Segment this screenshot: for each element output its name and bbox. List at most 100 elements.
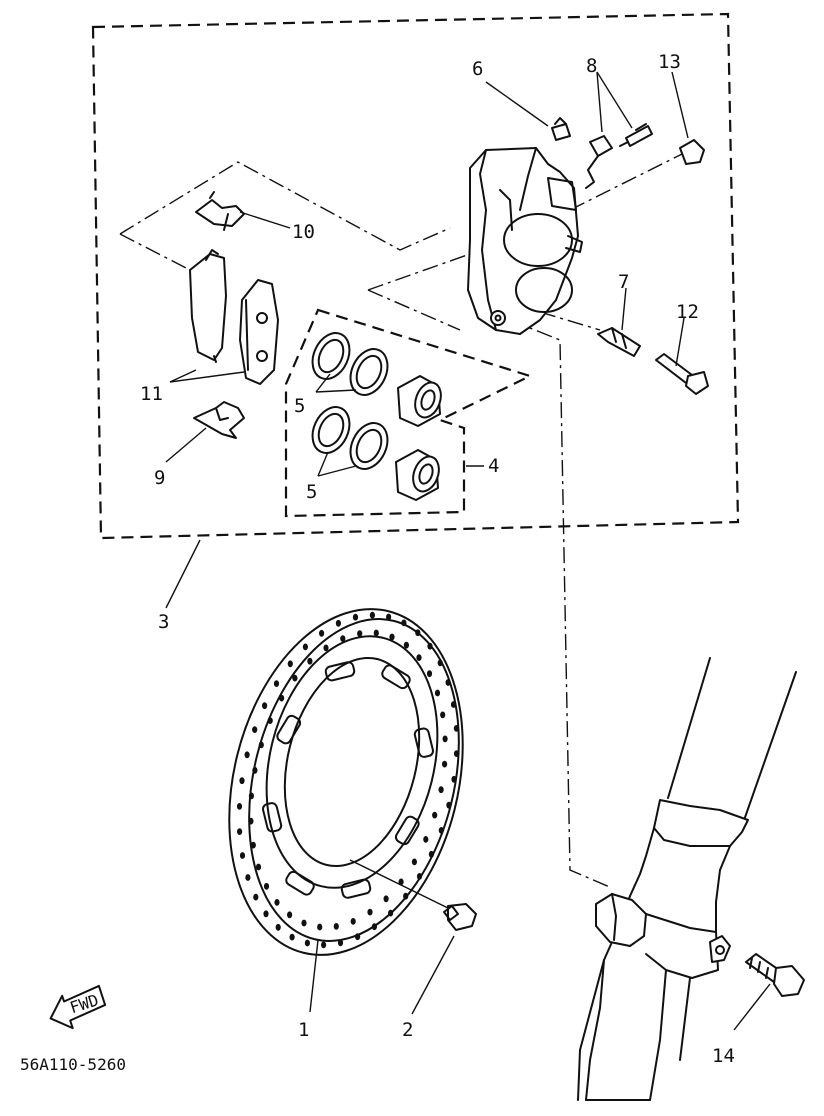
bleed-screw-8 — [585, 123, 653, 189]
disc-drill-hole — [451, 775, 457, 783]
disc-drill-hole — [415, 629, 421, 637]
disc-drill-hole — [401, 619, 407, 627]
disc-drill-hole — [388, 909, 394, 917]
axle-bolt-14 — [745, 953, 805, 997]
disc-slot — [413, 727, 434, 758]
disc-drill-hole — [237, 828, 243, 835]
alignment-lines — [119, 149, 691, 889]
disc-drill-hole — [239, 777, 245, 785]
bolt-12 — [655, 353, 709, 395]
disc-drill-hole — [371, 923, 377, 931]
disc-drill-hole — [252, 726, 258, 733]
disc-slot — [394, 815, 420, 846]
disc-slot — [262, 802, 283, 833]
disc-drill-hole — [442, 735, 448, 743]
disc-drill-hole — [403, 641, 409, 649]
disc-drill-hole — [304, 939, 310, 947]
disc-drill-hole — [442, 760, 448, 768]
disc-drill-hole — [428, 850, 434, 858]
pad-support-9 — [193, 401, 245, 439]
forward-direction-arrow: FWD — [49, 984, 107, 1030]
piston-seals-lower-5 — [311, 406, 389, 470]
disc-drill-hole — [373, 629, 379, 637]
callout-12: 12 — [676, 301, 699, 323]
disc-drill-hole — [321, 941, 327, 949]
disc-drill-hole — [416, 873, 423, 880]
disc-drill-hole — [236, 803, 243, 810]
callout-5-lower: 5 — [306, 481, 317, 503]
disc-drill-hole — [453, 750, 460, 757]
disc-drill-hole — [335, 619, 341, 627]
disc-drill-hole — [287, 660, 293, 668]
disc-drill-hole — [440, 711, 446, 719]
disc-drill-hole — [411, 858, 417, 866]
disc-drill-hole — [275, 923, 281, 931]
disc-drill-hole — [438, 827, 444, 834]
disc-slot — [276, 714, 302, 745]
disc-drill-hole — [398, 878, 404, 886]
disc-drill-hole — [369, 611, 375, 619]
disc-drill-hole — [263, 882, 270, 890]
disc-drill-hole — [367, 908, 373, 916]
bleed-cap-6 — [551, 117, 571, 141]
disc-drill-hole — [383, 895, 389, 903]
disc-drill-hole — [319, 629, 325, 637]
callout-11: 11 — [140, 383, 163, 405]
disc-drill-hole — [432, 811, 438, 819]
disc-drill-hole — [416, 654, 422, 661]
disc-drill-hole — [302, 643, 308, 651]
disc-drill-hole — [263, 910, 269, 918]
part-code: 56A110-5260 — [20, 1055, 126, 1074]
disc-drill-hole — [437, 659, 443, 667]
disc-drill-hole — [386, 613, 392, 621]
disc-drill-hole — [248, 792, 254, 800]
disc-drill-hole — [289, 933, 295, 941]
callout-6: 6 — [472, 58, 483, 80]
callout-5-upper: 5 — [294, 395, 305, 417]
callout-7: 7 — [618, 271, 629, 293]
callout-2: 2 — [402, 1019, 413, 1041]
disc-drill-hole — [357, 630, 363, 637]
disc-drill-hole — [445, 679, 451, 686]
disc-drill-hole — [244, 751, 250, 759]
disc-drill-hole — [255, 863, 262, 871]
disc-drill-hole — [307, 657, 313, 665]
disc-slot — [381, 664, 411, 690]
callout-8: 8 — [586, 55, 597, 77]
callout-1: 1 — [298, 1019, 309, 1041]
piston-seals-upper-5 — [311, 332, 389, 396]
disc-drill-hole — [253, 893, 259, 901]
disc-drill-hole — [333, 923, 339, 930]
disc-drill-hole — [292, 674, 298, 682]
callout-4: 4 — [488, 455, 499, 477]
brake-disc-1 — [228, 608, 464, 956]
disc-drill-hole — [403, 892, 409, 900]
disc-drill-hole — [389, 633, 395, 641]
disc-slot — [285, 870, 315, 896]
fwd-arrow-label: FWD — [68, 990, 101, 1017]
disc-drill-hole — [287, 911, 293, 919]
seal-kit-boundary — [284, 308, 533, 518]
caliper-body — [467, 147, 583, 335]
disc-drill-hole — [279, 694, 285, 702]
disc-drill-hole — [423, 836, 429, 843]
cap-13 — [679, 139, 705, 165]
callout-13: 13 — [658, 51, 681, 73]
disc-drill-hole — [350, 918, 356, 925]
caliper-assembly-boundary — [91, 12, 740, 540]
disc-drill-hole — [337, 939, 344, 947]
leader-lines — [165, 71, 771, 1031]
disc-drill-hole — [453, 725, 459, 732]
pad-spring-10 — [195, 191, 245, 231]
disc-drill-hole — [426, 670, 433, 678]
disc-drill-hole — [446, 801, 452, 809]
disc-drill-hole — [258, 741, 264, 749]
disc-drill-hole — [438, 786, 444, 794]
pistons-4 — [395, 375, 442, 501]
disc-drill-hole — [239, 852, 246, 859]
disc-drill-hole — [317, 923, 323, 931]
disc-drill-hole — [267, 717, 273, 724]
disc-drill-hole — [340, 635, 346, 642]
disc-drill-hole — [252, 766, 258, 774]
